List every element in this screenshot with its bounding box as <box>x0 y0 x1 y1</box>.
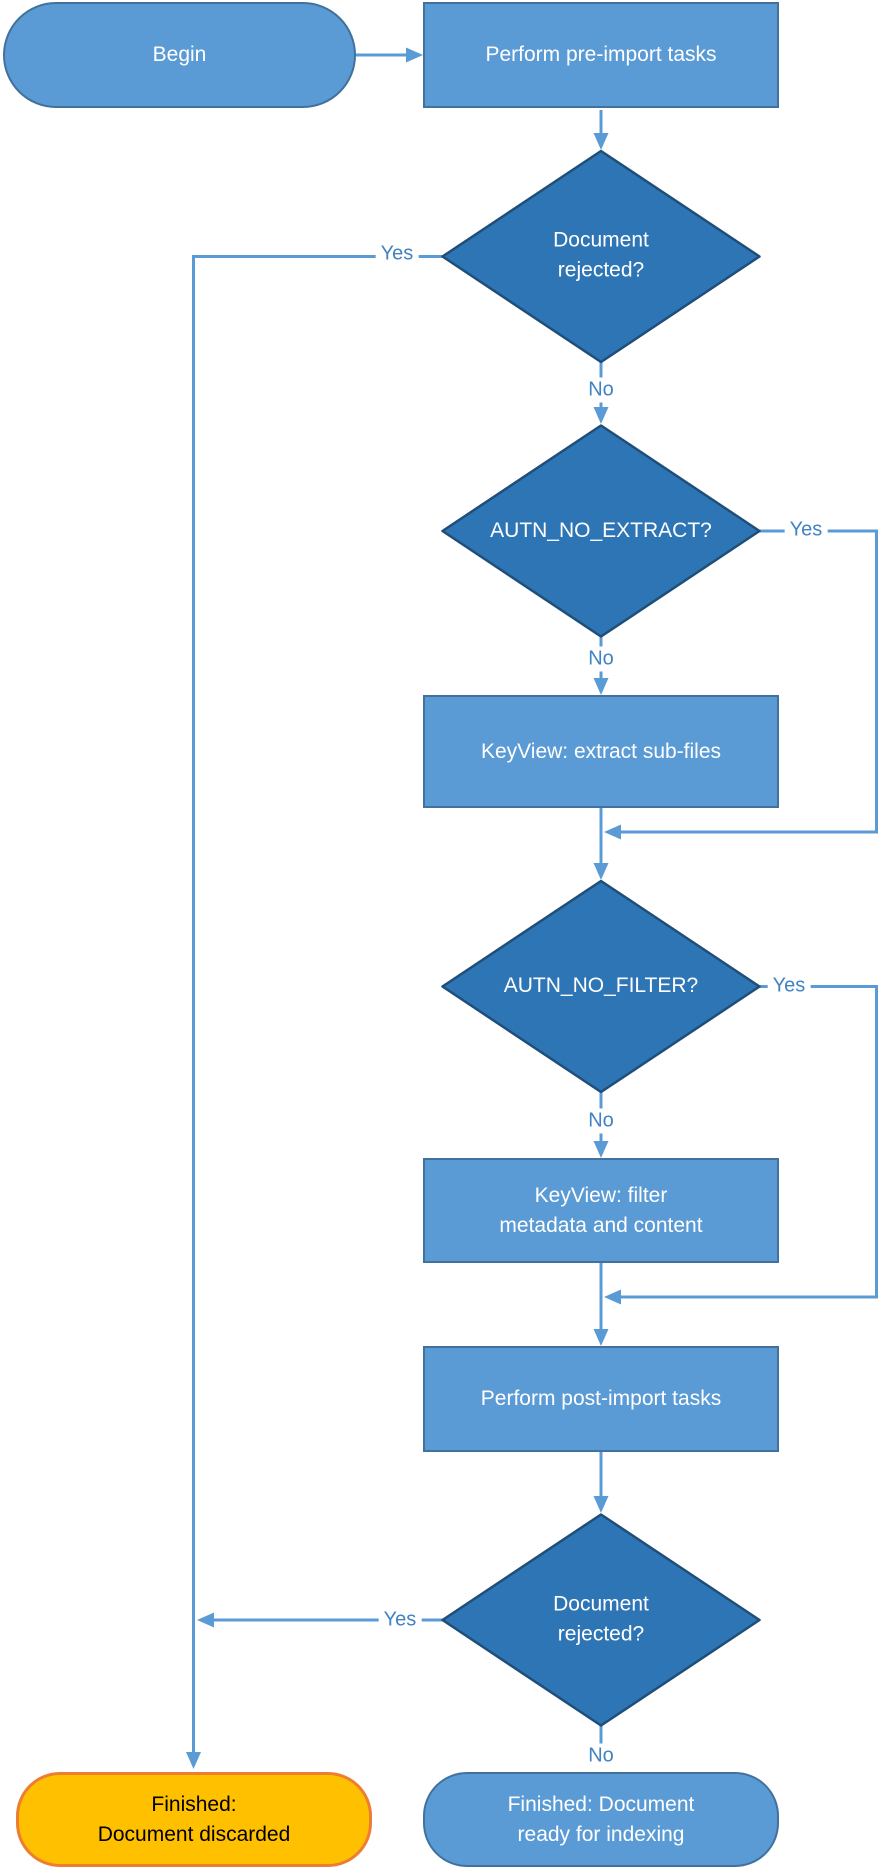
edge-label-filter-no: No <box>583 1108 619 1134</box>
decision-rejected1-label: Document rejected? <box>446 226 756 287</box>
node-finished-indexing-line2: ready for indexing <box>517 1822 685 1846</box>
decision-autn-no-extract-text: AUTN_NO_EXTRACT? <box>490 518 712 542</box>
node-finished-indexing: Finished: Document ready for indexing <box>423 1772 779 1867</box>
arrowhead-down-into-filter-diamond <box>593 863 609 880</box>
arrowhead-left-into-left-rail <box>197 1612 214 1628</box>
node-finished-discarded-line1: Finished: <box>151 1792 237 1816</box>
decision-document-rejected-1 <box>441 149 761 364</box>
node-pre-import-label: Perform pre-import tasks <box>485 43 717 67</box>
decision-rejected1-line2: rejected? <box>557 259 645 282</box>
decision-autn-no-filter-text: AUTN_NO_FILTER? <box>503 973 699 997</box>
decision-rejected2-label: Document rejected? <box>446 1590 756 1651</box>
decision-autn-no-filter <box>441 879 761 1094</box>
node-begin-label: Begin <box>152 43 207 67</box>
node-keyview-extract-label: KeyView: extract sub-files <box>480 739 722 763</box>
node-keyview-filter: KeyView: filter metadata and content <box>423 1158 779 1263</box>
arrowhead-down-into-extract-diamond <box>593 407 609 424</box>
arrowhead-down-into-rejected2 <box>593 1496 609 1513</box>
edge-label-filter-yes: Yes <box>767 973 811 999</box>
arrowhead-down-into-extract-box <box>593 678 609 695</box>
arrowhead-left-join1 <box>604 824 621 840</box>
edge-label-rejected1-no: No <box>583 377 619 403</box>
edge-label-extract-yes: Yes <box>784 517 828 543</box>
node-keyview-filter-line2: metadata and content <box>499 1213 703 1237</box>
arrowhead-down-into-filter-box <box>593 1141 609 1158</box>
edge-filter-yes-rail <box>621 985 878 1299</box>
edge-rejected1-yes-rail <box>192 255 443 1752</box>
decision-autn-no-extract-label: AUTN_NO_EXTRACT? <box>446 516 756 546</box>
node-finished-discarded-line2: Document discarded <box>97 1822 291 1846</box>
arrowhead-down-into-postimport <box>593 1329 609 1346</box>
edge-label-rejected2-no: No <box>583 1743 619 1769</box>
arrowhead-right-into-preimport <box>406 47 423 63</box>
node-pre-import-tasks: Perform pre-import tasks <box>423 2 779 108</box>
decision-autn-no-extract <box>441 424 761 638</box>
decision-autn-no-filter-label: AUTN_NO_FILTER? <box>446 971 756 1001</box>
decision-document-rejected-2 <box>441 1513 761 1727</box>
node-post-import-tasks: Perform post-import tasks <box>423 1346 779 1452</box>
arrowhead-down-into-rejected1 <box>593 133 609 150</box>
node-finished-indexing-line1: Finished: Document <box>507 1792 695 1816</box>
decision-rejected2-line1: Document <box>553 1592 649 1616</box>
node-keyview-filter-line1: KeyView: filter <box>534 1183 668 1207</box>
node-post-import-label: Perform post-import tasks <box>480 1387 722 1411</box>
decision-rejected2-line2: rejected? <box>557 1623 645 1646</box>
node-begin: Begin <box>3 2 356 108</box>
node-keyview-extract: KeyView: extract sub-files <box>423 695 779 808</box>
arrowhead-left-join2 <box>604 1289 621 1305</box>
decision-rejected1-line1: Document <box>553 228 649 252</box>
arrowhead-down-into-discard <box>186 1752 201 1769</box>
edge-label-rejected1-yes: Yes <box>375 241 419 267</box>
edge-label-rejected2-yes: Yes <box>378 1607 422 1633</box>
node-finished-discarded: Finished: Document discarded <box>16 1772 372 1867</box>
edge-label-extract-no: No <box>583 646 619 672</box>
